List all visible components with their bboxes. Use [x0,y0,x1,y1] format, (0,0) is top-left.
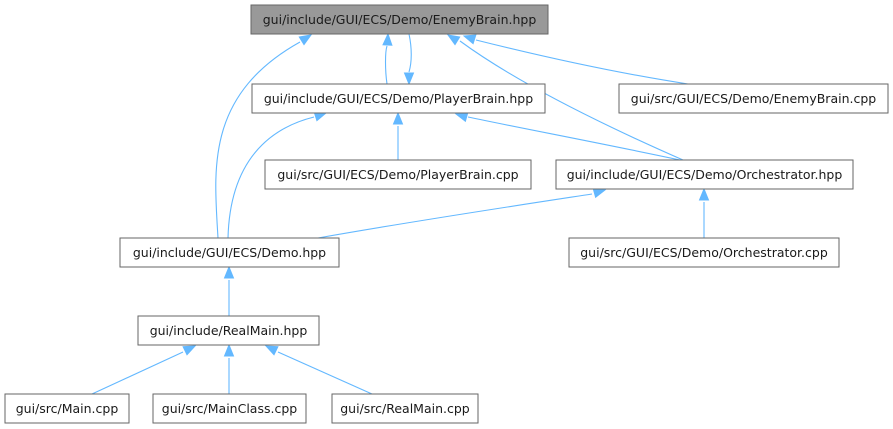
edge-arrowhead [698,187,710,201]
edge-arrowhead [182,345,197,356]
edge-mainclass_cpp-to-realmain_hpp [223,343,235,394]
node-demo-hpp[interactable]: gui/include/GUI/ECS/Demo.hpp [119,237,340,268]
edge-arrowhead [592,188,607,199]
svg-text:gui/include/GUI/ECS/Demo/Playe: gui/include/GUI/ECS/Demo/PlayerBrain.hpp [264,91,533,106]
edge-arrowhead [403,72,415,86]
svg-text:gui/src/GUI/ECS/Demo/PlayerBra: gui/src/GUI/ECS/Demo/PlayerBrain.cpp [277,167,518,182]
edge-realmain_cpp-to-realmain_hpp [264,345,373,395]
edge-line [459,40,684,161]
node-orchestrator-hpp[interactable]: gui/include/GUI/ECS/Demo/Orchestrator.hp… [555,159,854,190]
edge-line [91,351,184,395]
edge-line [475,39,689,85]
svg-text:gui/src/GUI/ECS/Demo/EnemyBrai: gui/src/GUI/ECS/Demo/EnemyBrain.cpp [631,91,876,106]
edge-arrowhead [223,265,235,279]
edge-line [227,116,315,239]
edge-orchestrator_cpp-to-orchestrator_hpp [698,187,710,238]
node-realmain-cpp[interactable]: gui/src/RealMain.cpp [331,393,479,424]
node-main-cpp[interactable]: gui/src/Main.cpp [4,393,130,424]
edge-line [384,45,388,85]
edge-arrowhead [462,34,477,45]
edge-arrowhead [446,34,461,46]
edge-enemybrain_cpp-to-enemybrain_hpp [462,34,689,85]
edge-arrowhead [264,345,279,356]
svg-text:gui/include/GUI/ECS/Demo/Orche: gui/include/GUI/ECS/Demo/Orchestrator.hp… [567,167,843,182]
edge-enemybrain_hpp-to-playerbrain_hpp [403,33,415,86]
node-mainclass-cpp[interactable]: gui/src/MainClass.cpp [152,393,307,424]
node-orchestrator-cpp[interactable]: gui/src/GUI/ECS/Demo/Orchestrator.cpp [568,237,840,268]
edge-line [317,193,593,239]
edge-orchestrator_hpp-to-playerbrain_hpp [454,112,681,161]
nodes-layer: gui/include/GUI/ECS/Demo/EnemyBrain.hpp … [4,4,889,424]
svg-text:gui/include/RealMain.hpp: gui/include/RealMain.hpp [150,323,308,338]
node-playerbrain-cpp[interactable]: gui/src/GUI/ECS/Demo/PlayerBrain.cpp [264,159,532,190]
edges-layer [91,32,710,395]
edge-arrowhead [454,112,469,123]
svg-text:gui/src/GUI/ECS/Demo/Orchestra: gui/src/GUI/ECS/Demo/Orchestrator.cpp [580,245,828,260]
svg-text:gui/src/RealMain.cpp: gui/src/RealMain.cpp [340,401,470,416]
svg-text:gui/src/Main.cpp: gui/src/Main.cpp [16,401,119,416]
edge-demo_hpp-to-enemybrain_hpp [215,34,313,239]
edge-arrowhead [382,32,393,46]
edge-main_cpp-to-realmain_hpp [91,345,197,395]
node-enemybrain-hpp[interactable]: gui/include/GUI/ECS/Demo/EnemyBrain.hpp [250,4,549,35]
edge-line [215,41,301,239]
edge-playerbrain_cpp-to-playerbrain_hpp [392,111,404,160]
edge-line [277,351,373,395]
edge-arrowhead [392,111,404,125]
edge-line [408,33,412,73]
node-realmain-hpp[interactable]: gui/include/RealMain.hpp [137,315,320,346]
edge-line [467,116,681,161]
svg-text:gui/src/MainClass.cpp: gui/src/MainClass.cpp [162,401,298,416]
node-playerbrain-hpp[interactable]: gui/include/GUI/ECS/Demo/PlayerBrain.hpp [251,83,546,114]
svg-text:gui/include/GUI/ECS/Demo/Enemy: gui/include/GUI/ECS/Demo/EnemyBrain.hpp [263,12,537,27]
edge-realmain_hpp-to-demo_hpp [223,265,235,316]
node-enemybrain-cpp[interactable]: gui/src/GUI/ECS/Demo/EnemyBrain.cpp [618,83,889,114]
svg-text:gui/include/GUI/ECS/Demo.hpp: gui/include/GUI/ECS/Demo.hpp [133,245,326,260]
edge-demo_hpp-to-orchestrator_hpp [317,188,607,239]
edge-playerbrain_hpp-to-enemybrain_hpp [382,32,393,85]
edge-arrowhead [298,34,313,46]
edge-orchestrator_hpp-to-enemybrain_hpp [446,34,684,161]
edge-demo_hpp-to-playerbrain_hpp [227,111,328,239]
edge-arrowhead [223,343,235,357]
